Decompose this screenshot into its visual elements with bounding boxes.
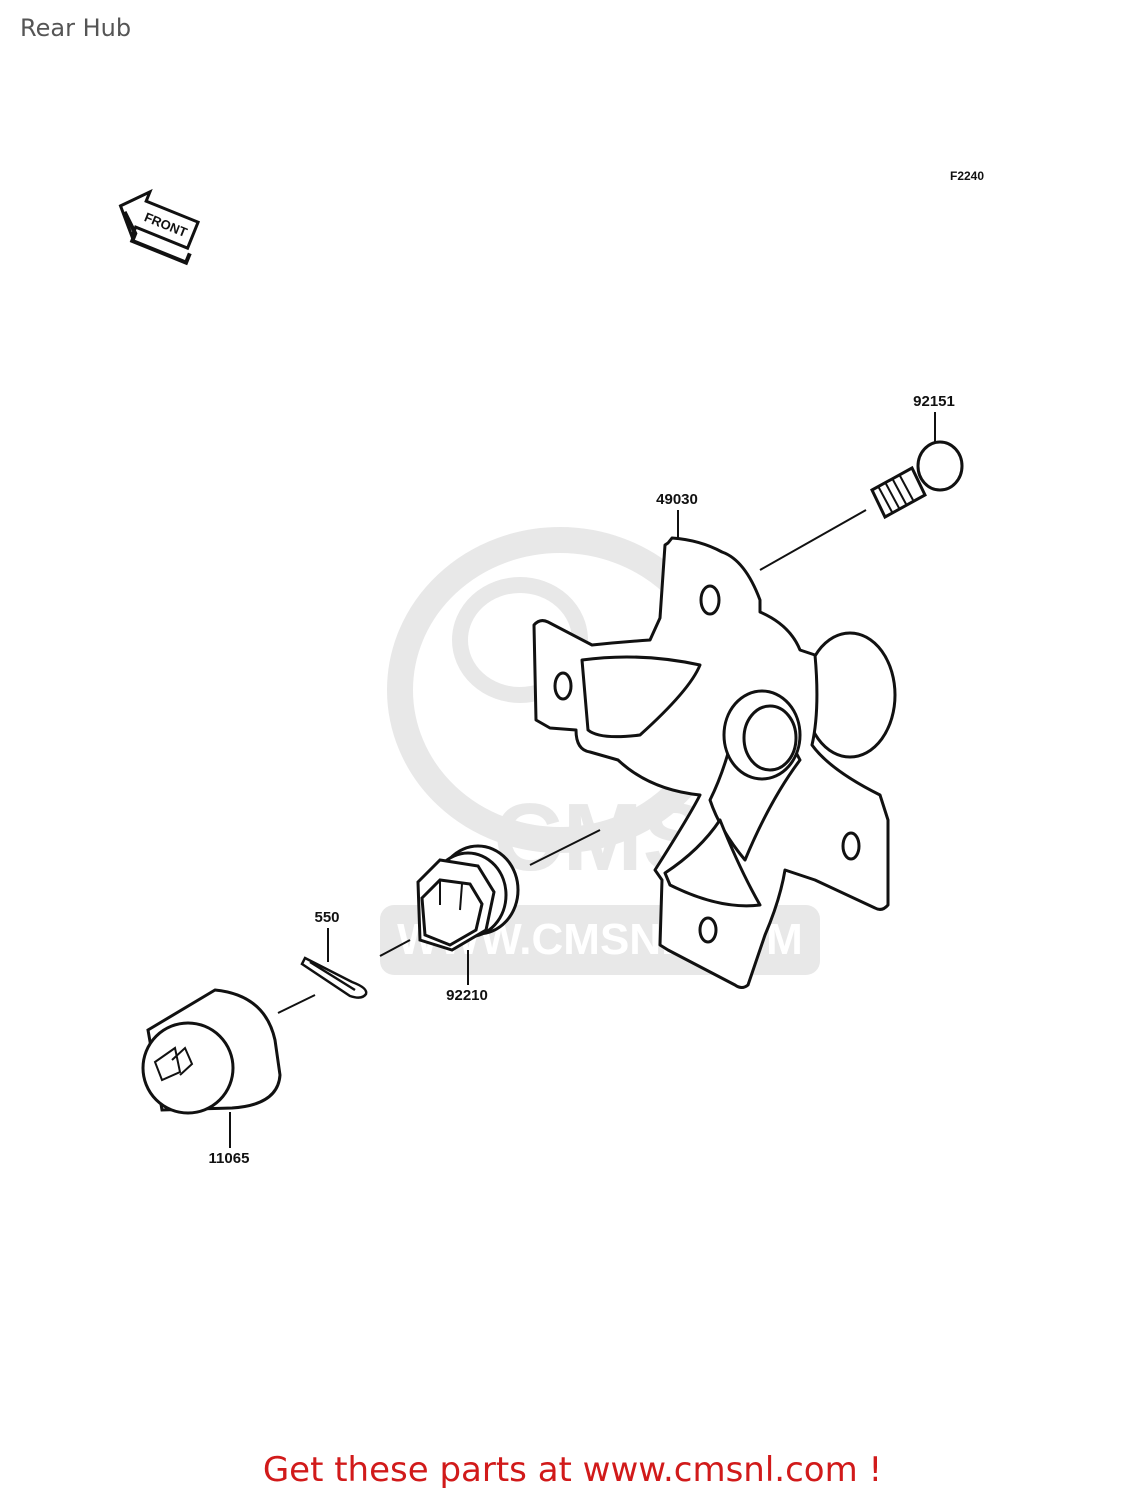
part-number: 92210: [446, 987, 488, 1004]
part-number: 92151: [913, 393, 955, 410]
mount-hole: [698, 916, 718, 944]
leader-line: [529, 829, 601, 866]
leader-line: [277, 994, 316, 1014]
castle-nut-icon: [416, 844, 520, 952]
wheel-hub-icon: [532, 536, 897, 989]
stud-bolt-icon: [870, 440, 964, 520]
mount-hole: [841, 831, 861, 861]
leader-line: [759, 509, 867, 571]
mount-hole: [553, 671, 573, 701]
part-number: 550: [314, 909, 339, 926]
hub-cap-icon: [141, 988, 282, 1115]
parts-diagram: CMS WWW.CMSNL.COM FRONT F2240: [118, 169, 984, 1167]
mount-hole: [699, 584, 721, 616]
cotter-pin-icon: [300, 956, 368, 999]
leader-line: [379, 939, 411, 957]
assembly-lines: [229, 412, 936, 1148]
page-title: Rear Hub: [20, 14, 132, 42]
part-number: 49030: [656, 491, 698, 508]
footer-cta-link[interactable]: Get these parts at www.cmsnl.com !: [262, 1450, 883, 1490]
figure-code: F2240: [950, 169, 984, 183]
part-number: 11065: [209, 1150, 250, 1167]
front-arrow-icon: FRONT: [118, 188, 201, 266]
